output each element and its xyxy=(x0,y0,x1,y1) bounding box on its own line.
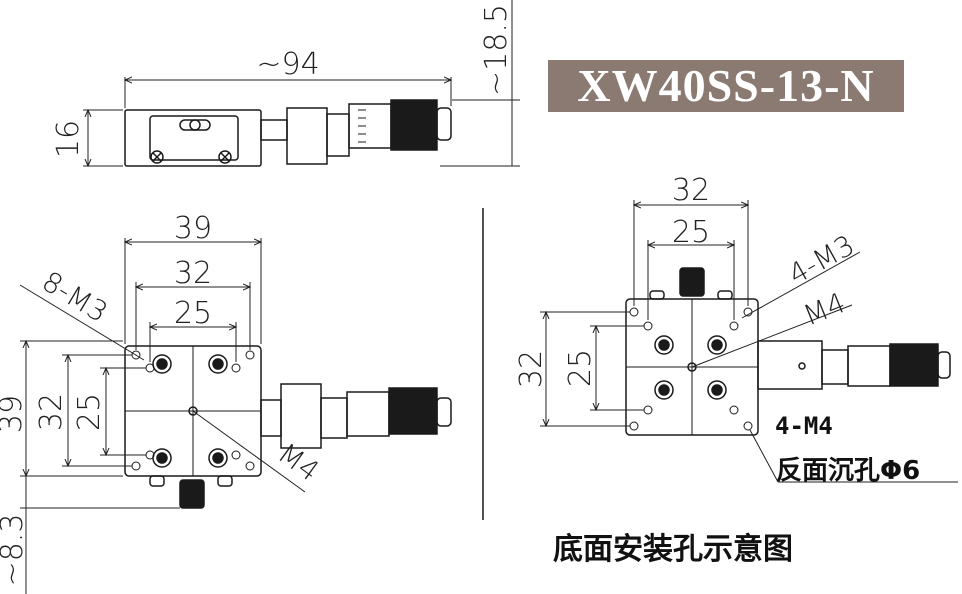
top-view xyxy=(124,99,452,167)
bottom-view-dimensions xyxy=(540,200,958,483)
dim-front-inner-height: 25 xyxy=(72,393,107,431)
dim-front-mid-width: 32 xyxy=(174,256,212,291)
dim-top-tall: ~18.5 xyxy=(479,4,514,96)
top-view-dimensions xyxy=(83,0,520,166)
label-bottom-center: M4 xyxy=(799,286,850,332)
dim-front-outer-height: 39 xyxy=(0,395,29,433)
model-badge xyxy=(548,60,904,112)
front-view-dimensions xyxy=(19,238,306,594)
label-front-holes: 8-M3 xyxy=(36,265,113,329)
dim-bottom-mid-height: 32 xyxy=(514,350,549,388)
bottom-view xyxy=(625,267,951,436)
model-title: XW40SS-13-N xyxy=(577,60,875,111)
dim-bottom-mid-width: 32 xyxy=(672,173,710,208)
dim-front-offset: ~8.3 xyxy=(0,514,30,587)
label-front-center: M4 xyxy=(272,437,325,488)
dim-front-inner-width: 25 xyxy=(174,296,212,331)
dim-front-mid-height: 32 xyxy=(34,393,69,431)
bottom-caption: 底面安装孔示意图 xyxy=(553,532,793,567)
label-counterbore: 反面沉孔Φ6 xyxy=(776,456,921,486)
label-4-m4: 4-M4 xyxy=(775,412,833,440)
dim-top-width: ~94 xyxy=(256,47,319,82)
dim-top-height: 16 xyxy=(51,120,86,158)
label-bottom-holes: 4-M3 xyxy=(783,228,860,291)
dim-front-outer-width: 39 xyxy=(174,211,212,246)
dim-bottom-inner-height: 25 xyxy=(563,349,598,387)
dim-bottom-inner-width: 25 xyxy=(672,215,710,250)
front-view xyxy=(124,345,452,509)
